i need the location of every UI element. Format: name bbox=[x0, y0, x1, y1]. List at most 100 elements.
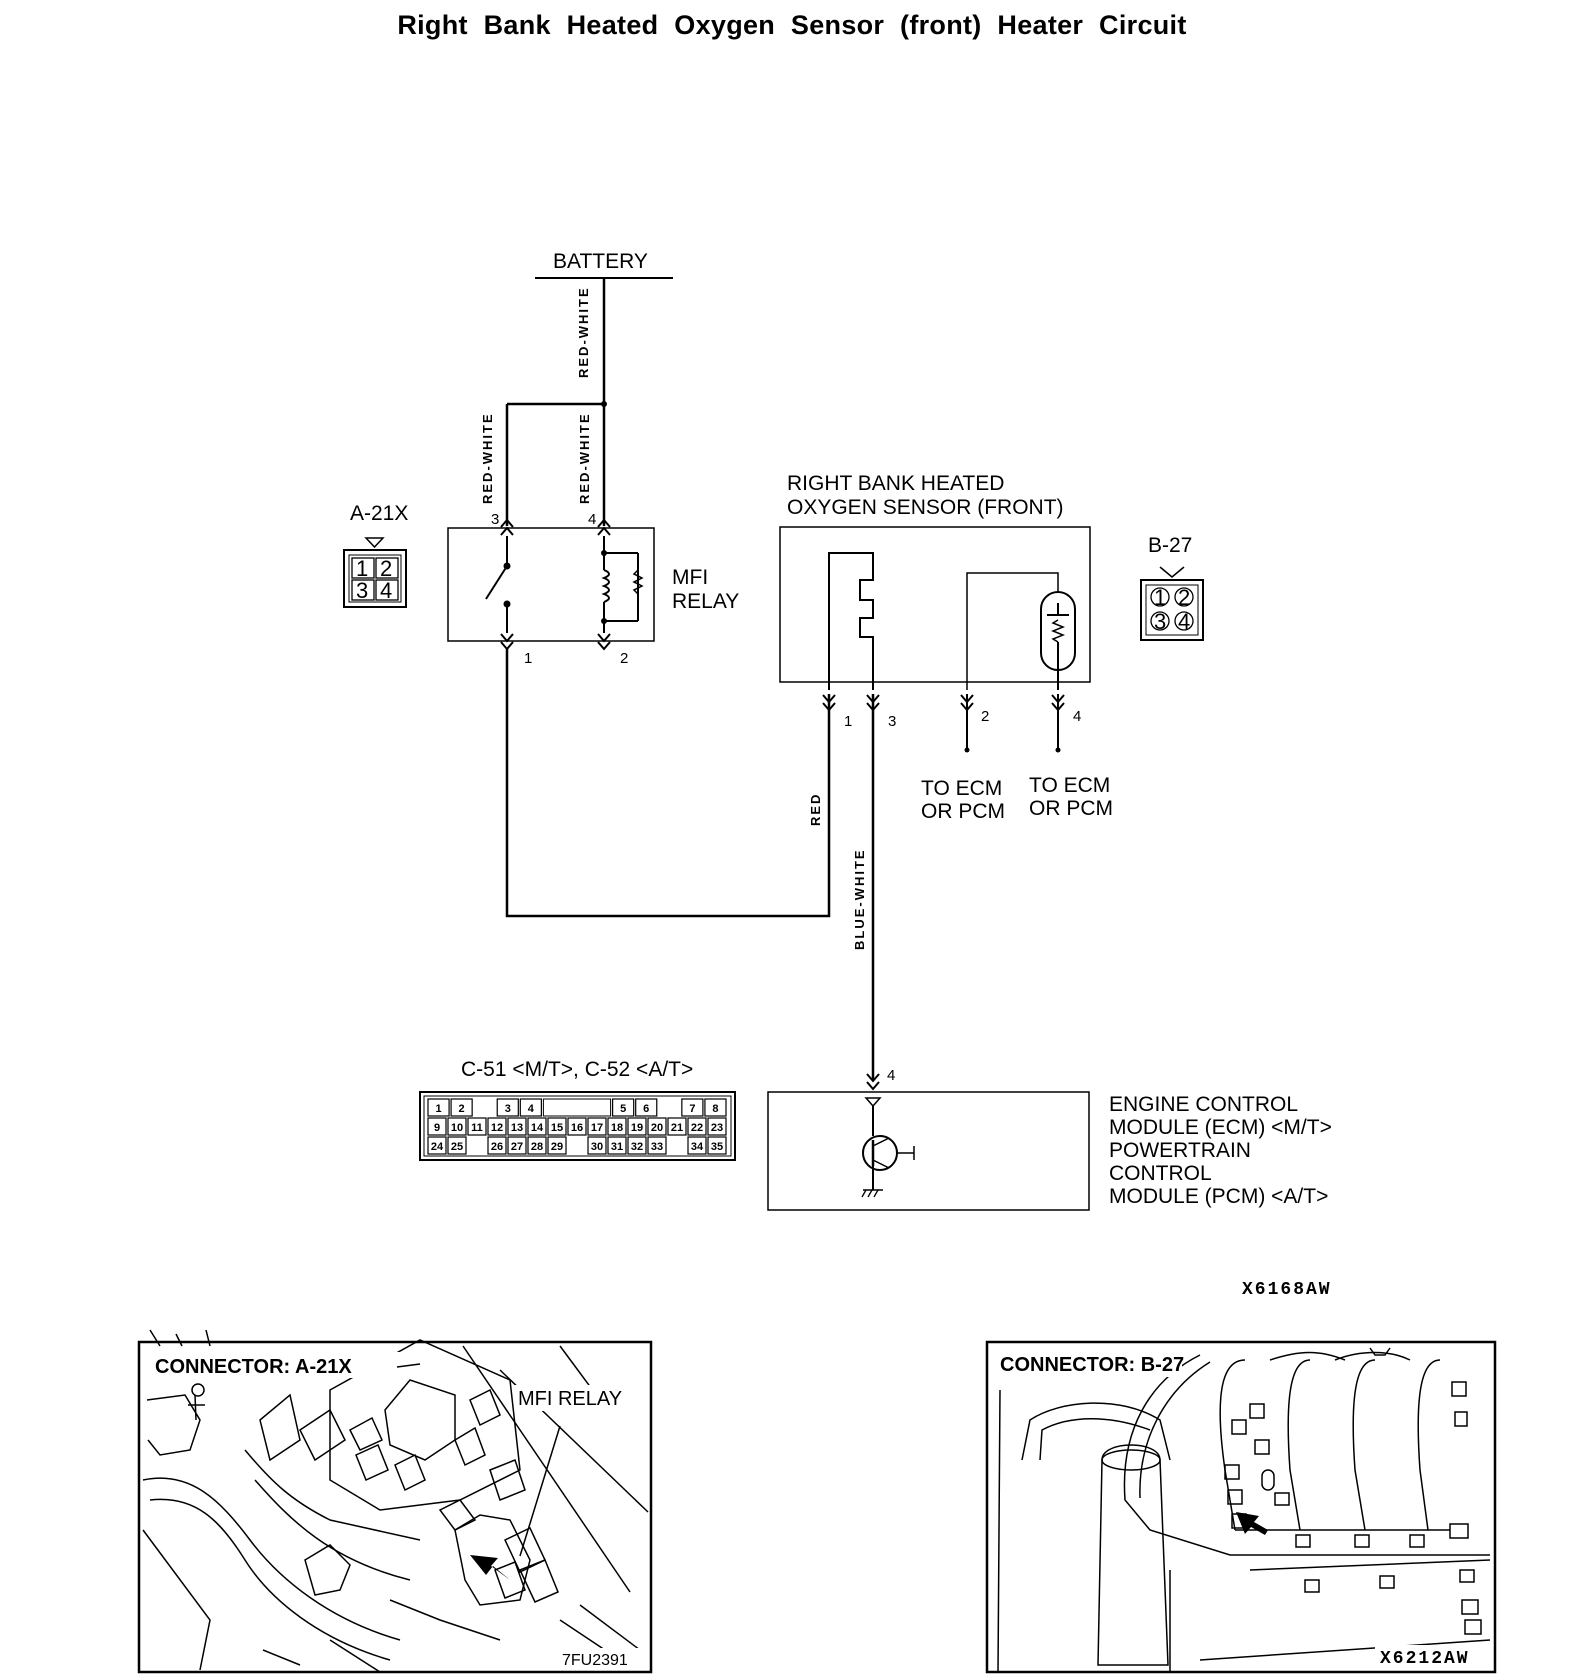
c51-pin-cell bbox=[607, 1136, 627, 1155]
c51-pin-cell bbox=[647, 1136, 667, 1155]
c51-pin-cell bbox=[587, 1136, 607, 1155]
relay-pin-3: 3 bbox=[491, 511, 499, 528]
c51-pin-28: 28 bbox=[531, 1141, 543, 1153]
c51-pin-7: 7 bbox=[689, 1103, 695, 1115]
a21x-pin-3: 3 bbox=[356, 578, 368, 603]
b27-pin-4: 4 bbox=[1178, 609, 1190, 634]
sensor-label-line2: OXYGEN SENSOR (FRONT) bbox=[787, 496, 1064, 519]
c51-pin-25: 25 bbox=[451, 1141, 463, 1153]
c51-pin-cell bbox=[427, 1136, 447, 1155]
panel-left-title: CONNECTOR: A-21X bbox=[155, 1356, 352, 1378]
c51-pin-cell bbox=[687, 1136, 707, 1155]
c51-pin-cell bbox=[627, 1136, 647, 1155]
c51-pin-cell bbox=[507, 1136, 527, 1155]
relay-supply-wires: RED-WHITE RED-WHITE bbox=[480, 401, 607, 526]
sensor-pin-2: 2 bbox=[981, 708, 989, 725]
panel-connector-b27: CONNECTOR: B-27 X6212AW bbox=[985, 1340, 1497, 1674]
connector-c51-label: C-51 <M/T>, C-52 <A/T> bbox=[461, 1058, 693, 1081]
ecm-pin-4: 4 bbox=[887, 1067, 895, 1084]
c51-pin-24: 24 bbox=[431, 1141, 444, 1153]
panel-connector-a21x: CONNECTOR: A-21X MFI RELAY 7FU2391 bbox=[137, 1329, 653, 1674]
c51-pin-8: 8 bbox=[712, 1103, 718, 1115]
c51-pin-18: 18 bbox=[611, 1122, 623, 1134]
sensor-label-line1: RIGHT BANK HEATED bbox=[787, 472, 1004, 495]
c51-pin-5: 5 bbox=[620, 1103, 626, 1115]
c51-pin-19: 19 bbox=[631, 1122, 643, 1134]
c51-pin-33: 33 bbox=[651, 1141, 663, 1153]
c51-pin-4: 4 bbox=[528, 1103, 535, 1115]
diagram-code: X6168AW bbox=[1242, 1280, 1332, 1300]
b27-pin-1: 1 bbox=[1154, 585, 1166, 610]
connector-a21x-label: A-21X bbox=[350, 502, 408, 525]
c51-pin-14: 14 bbox=[531, 1122, 544, 1134]
c51-pin-cell bbox=[447, 1117, 467, 1136]
c51-pin-23: 23 bbox=[711, 1122, 723, 1134]
wire-label-red-white-main: RED-WHITE bbox=[576, 286, 591, 378]
c51-pin-10: 10 bbox=[451, 1122, 463, 1134]
c51-pin-cell bbox=[467, 1117, 487, 1136]
to-ecm-1-line2: OR PCM bbox=[921, 800, 1005, 823]
a21x-pin-1: 1 bbox=[356, 556, 368, 581]
c51-pin-31: 31 bbox=[611, 1141, 623, 1153]
c51-pin-21: 21 bbox=[671, 1122, 683, 1134]
c51-pin-27: 27 bbox=[511, 1141, 523, 1153]
ecm-label-line3: POWERTRAIN bbox=[1109, 1139, 1251, 1162]
c51-pin-cell bbox=[587, 1117, 607, 1136]
to-ecm-2-line1: TO ECM bbox=[1029, 774, 1110, 797]
c51-pin-cell bbox=[496, 1098, 519, 1117]
c51-pin-11: 11 bbox=[471, 1122, 483, 1134]
ecm-module: 4 ENGINE CONTROL MODULE (ECM) <M/T> POWE… bbox=[767, 1067, 1332, 1211]
sensor-pin-1: 1 bbox=[844, 713, 852, 730]
ecm-label-line1: ENGINE CONTROL bbox=[1109, 1093, 1298, 1116]
c51-pin-cell bbox=[527, 1136, 547, 1155]
c51-pin-26: 26 bbox=[491, 1141, 503, 1153]
battery-label: BATTERY bbox=[553, 250, 648, 273]
c51-pin-2: 2 bbox=[459, 1103, 465, 1115]
wire-label-red: RED bbox=[808, 793, 823, 826]
c51-pin-32: 32 bbox=[631, 1141, 643, 1153]
c51-pin-cell bbox=[612, 1098, 635, 1117]
c51-pin-6: 6 bbox=[643, 1103, 649, 1115]
to-ecm-2-line2: OR PCM bbox=[1029, 797, 1113, 820]
c51-pin-cell bbox=[567, 1117, 587, 1136]
arrow-pointer-icon bbox=[470, 1555, 510, 1580]
arrow-pointer-icon-b27 bbox=[1236, 1512, 1268, 1535]
relay-label-line2: RELAY bbox=[672, 590, 739, 613]
panel-right-title: CONNECTOR: B-27 bbox=[1000, 1354, 1184, 1376]
wire-label-red-white-3: RED-WHITE bbox=[480, 412, 495, 504]
diagram-title: Right Bank Heated Oxygen Sensor (front) … bbox=[397, 10, 1187, 40]
sensor-pin-4: 4 bbox=[1073, 708, 1081, 725]
connector-b27: B-27 1 2 3 4 bbox=[1140, 534, 1204, 641]
c51-pin-30: 30 bbox=[591, 1141, 603, 1153]
c51-pin-cell bbox=[450, 1098, 473, 1117]
panel-left-callout: MFI RELAY bbox=[518, 1388, 622, 1410]
mfi-relay: 3 4 1 2 MFI RELAY bbox=[447, 511, 739, 667]
c51-pin-17: 17 bbox=[591, 1122, 603, 1134]
relay-pin-1: 1 bbox=[524, 650, 532, 667]
b27-pin-2: 2 bbox=[1178, 585, 1190, 610]
c51-pin-cell bbox=[635, 1098, 658, 1117]
c51-pin-1: 1 bbox=[435, 1103, 441, 1115]
ecm-label-line2: MODULE (ECM) <M/T> bbox=[1109, 1116, 1332, 1139]
c51-pin-20: 20 bbox=[651, 1122, 663, 1134]
c51-pin-13: 13 bbox=[511, 1122, 523, 1134]
c51-pin-cell bbox=[681, 1098, 704, 1117]
c51-pin-35: 35 bbox=[711, 1141, 723, 1153]
c51-pin-34: 34 bbox=[691, 1141, 704, 1153]
c51-pin-cell bbox=[667, 1117, 687, 1136]
relay-pin-2: 2 bbox=[620, 650, 628, 667]
to-ecm-1-line1: TO ECM bbox=[921, 777, 1002, 800]
c51-pin-cell bbox=[487, 1117, 507, 1136]
relay-pin-4: 4 bbox=[588, 511, 596, 528]
c51-pin-9: 9 bbox=[434, 1122, 440, 1134]
c51-pin-cell bbox=[427, 1098, 450, 1117]
c51-pin-3: 3 bbox=[505, 1103, 511, 1115]
c51-pin-cell bbox=[427, 1117, 447, 1136]
c51-pin-cell bbox=[687, 1117, 707, 1136]
battery-supply: BATTERY RED-WHITE bbox=[535, 250, 673, 404]
c51-pin-29: 29 bbox=[551, 1141, 563, 1153]
connector-b27-label: B-27 bbox=[1148, 534, 1192, 557]
c51-pin-cell bbox=[704, 1098, 727, 1117]
a21x-pin-4: 4 bbox=[380, 578, 392, 603]
